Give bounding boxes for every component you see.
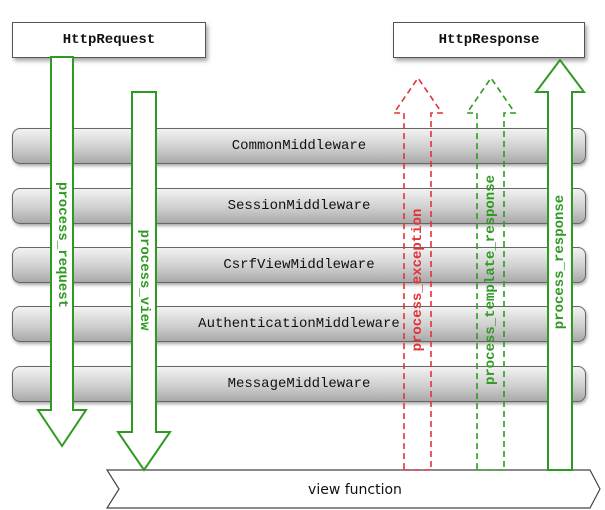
view-function-label: view function [308, 482, 402, 498]
process-response-arrow [534, 58, 586, 471]
view-function-chevron [105, 469, 601, 509]
process-template-response-label: process_template_response [483, 174, 499, 386]
process-view-label: process_view [136, 229, 152, 331]
process-exception-label: process_exception [410, 208, 426, 352]
http-request-box: HttpRequest [12, 22, 206, 58]
middleware-authentication: AuthenticationMiddleware [12, 306, 586, 342]
middleware-message: MessageMiddleware [12, 366, 586, 402]
http-response-box: HttpResponse [393, 22, 585, 58]
middleware-csrf-view: CsrfViewMiddleware [12, 247, 586, 283]
process-response-label: process_response [552, 194, 568, 330]
middleware-common: CommonMiddleware [12, 128, 586, 164]
process-request-arrow [36, 56, 88, 448]
middleware-session: SessionMiddleware [12, 188, 586, 224]
process-view-arrow [116, 91, 172, 472]
process-request-label: process_request [54, 181, 70, 309]
